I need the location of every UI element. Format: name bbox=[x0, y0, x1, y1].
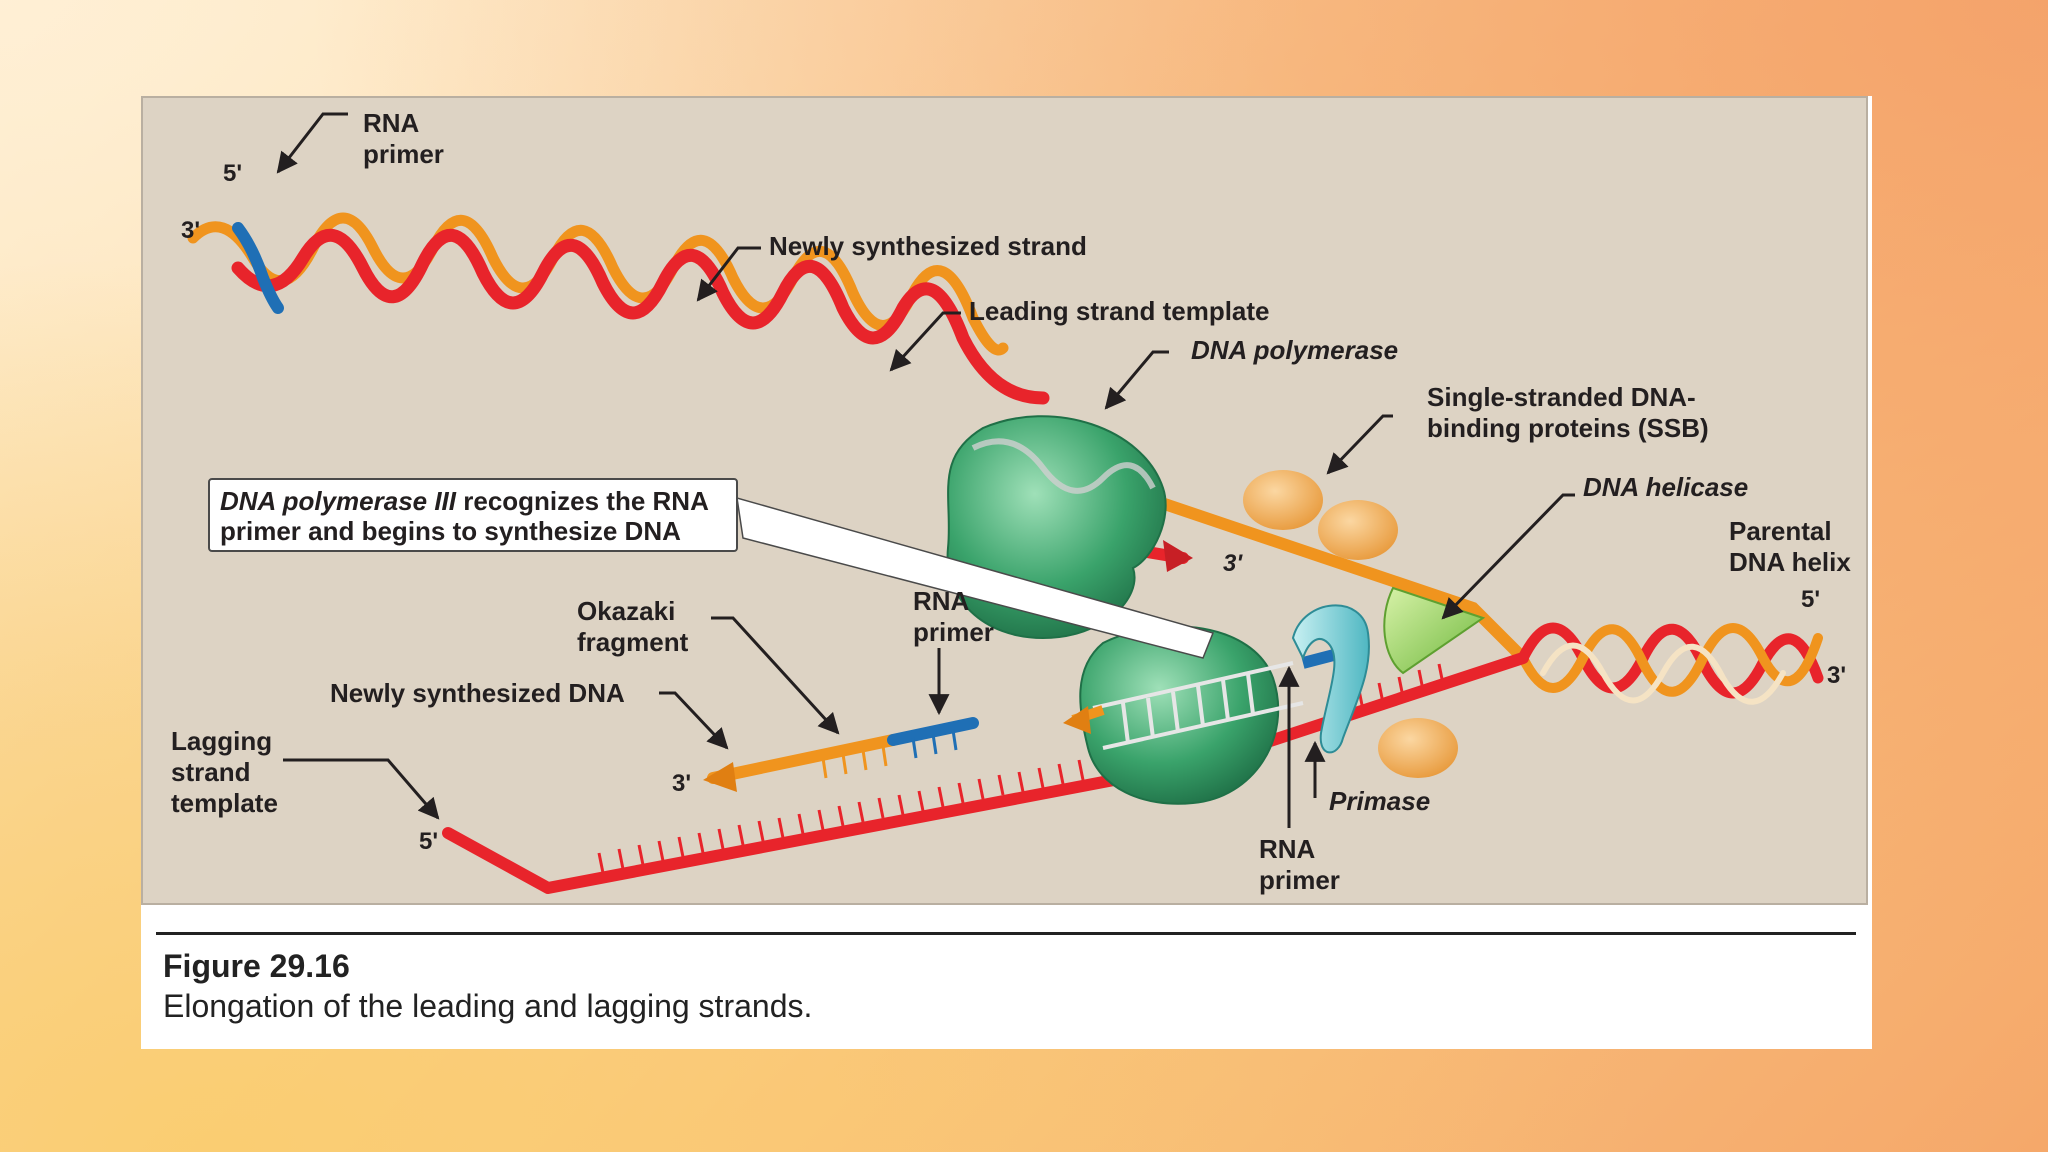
leading-rna-primer-segment bbox=[232, 222, 284, 314]
leading-template-to-fork bbox=[1117, 484, 1529, 664]
arrow-lagging-template bbox=[283, 758, 440, 820]
ssb-protein-3 bbox=[1378, 718, 1458, 778]
ssb-protein-2 bbox=[1318, 500, 1398, 560]
label-three-prime-leading-end: 3' bbox=[1223, 550, 1243, 577]
label-leading-strand-template: Leading strand template bbox=[969, 296, 1270, 326]
label-five-prime-top: 5' bbox=[223, 160, 243, 187]
label-three-prime-top-left: 3' bbox=[181, 217, 201, 244]
label-rna-primer-top: RNA primer bbox=[363, 108, 444, 169]
label-dna-polymerase: DNA polymerase bbox=[1191, 335, 1399, 365]
label-primase: Primase bbox=[1329, 786, 1431, 816]
parental-helix bbox=[1517, 622, 1824, 705]
label-lagging-strand-template: Lagging strand template bbox=[171, 726, 278, 818]
arrow-rna-primer-top bbox=[276, 112, 348, 174]
caption-divider bbox=[156, 932, 1856, 935]
diagram-panel: RNA primer 5' 3' Newly synthesized stran… bbox=[141, 96, 1868, 905]
label-parental-dna-helix: Parental DNA helix bbox=[1729, 516, 1851, 577]
arrow-okazaki bbox=[711, 616, 840, 735]
label-newly-synthesized-strand: Newly synthesized strand bbox=[769, 231, 1087, 261]
label-rna-primer-bottom: RNA primer bbox=[1259, 834, 1340, 895]
callout-pointer bbox=[736, 496, 1215, 659]
callout-line-2: primer and begins to synthesize DNA bbox=[220, 516, 681, 546]
arrow-dna-polymerase bbox=[1104, 350, 1169, 410]
arrow-leading-strand-template bbox=[889, 311, 961, 372]
callout-line-1: DNA polymerase III recognizes the RNA bbox=[220, 486, 726, 516]
label-dna-helicase: DNA helicase bbox=[1583, 472, 1749, 502]
primase bbox=[1291, 604, 1370, 754]
figure-card: RNA primer 5' 3' Newly synthesized stran… bbox=[141, 96, 1872, 1049]
callout-italic: DNA polymerase III bbox=[220, 486, 457, 516]
leading-new-strand bbox=[231, 228, 1050, 405]
okazaki-fragment bbox=[703, 717, 979, 792]
ssb-protein-1 bbox=[1243, 470, 1323, 530]
leading-helix-through-polymerase bbox=[971, 438, 1156, 494]
label-rna-primer-middle: RNA primer bbox=[913, 586, 994, 647]
figure-caption: Elongation of the leading and lagging st… bbox=[163, 988, 813, 1024]
arrow-newly-synthesized-strand bbox=[696, 246, 761, 302]
lagging-polymerase-duplex bbox=[1092, 661, 1304, 750]
dna-helicase bbox=[1383, 586, 1486, 675]
arrow-newly-synthesized-dna bbox=[659, 691, 729, 750]
callout-rest-line1: recognizes the RNA bbox=[456, 486, 709, 516]
arrow-dna-helicase bbox=[1441, 493, 1575, 620]
label-ssb: Single-stranded DNA-binding proteins (SS… bbox=[1427, 382, 1709, 443]
label-okazaki-fragment: Okazaki fragment bbox=[577, 596, 689, 657]
label-three-prime-right: 3' bbox=[1827, 662, 1847, 689]
leading-template-strand bbox=[187, 212, 1009, 356]
replication-fork-illustration bbox=[187, 112, 1824, 894]
label-five-prime-right: 5' bbox=[1801, 586, 1821, 613]
label-three-prime-okazaki: 3' bbox=[672, 770, 692, 797]
arrow-ssb bbox=[1326, 414, 1393, 475]
leading-new-strand-arrowhead bbox=[1163, 540, 1193, 572]
label-newly-synthesized-dna: Newly synthesized DNA bbox=[330, 678, 625, 708]
label-five-prime-lagging: 5' bbox=[419, 828, 439, 855]
figure-number: Figure 29.16 bbox=[163, 948, 350, 984]
callout-box: DNA polymerase III recognizes the RNA pr… bbox=[208, 478, 738, 552]
